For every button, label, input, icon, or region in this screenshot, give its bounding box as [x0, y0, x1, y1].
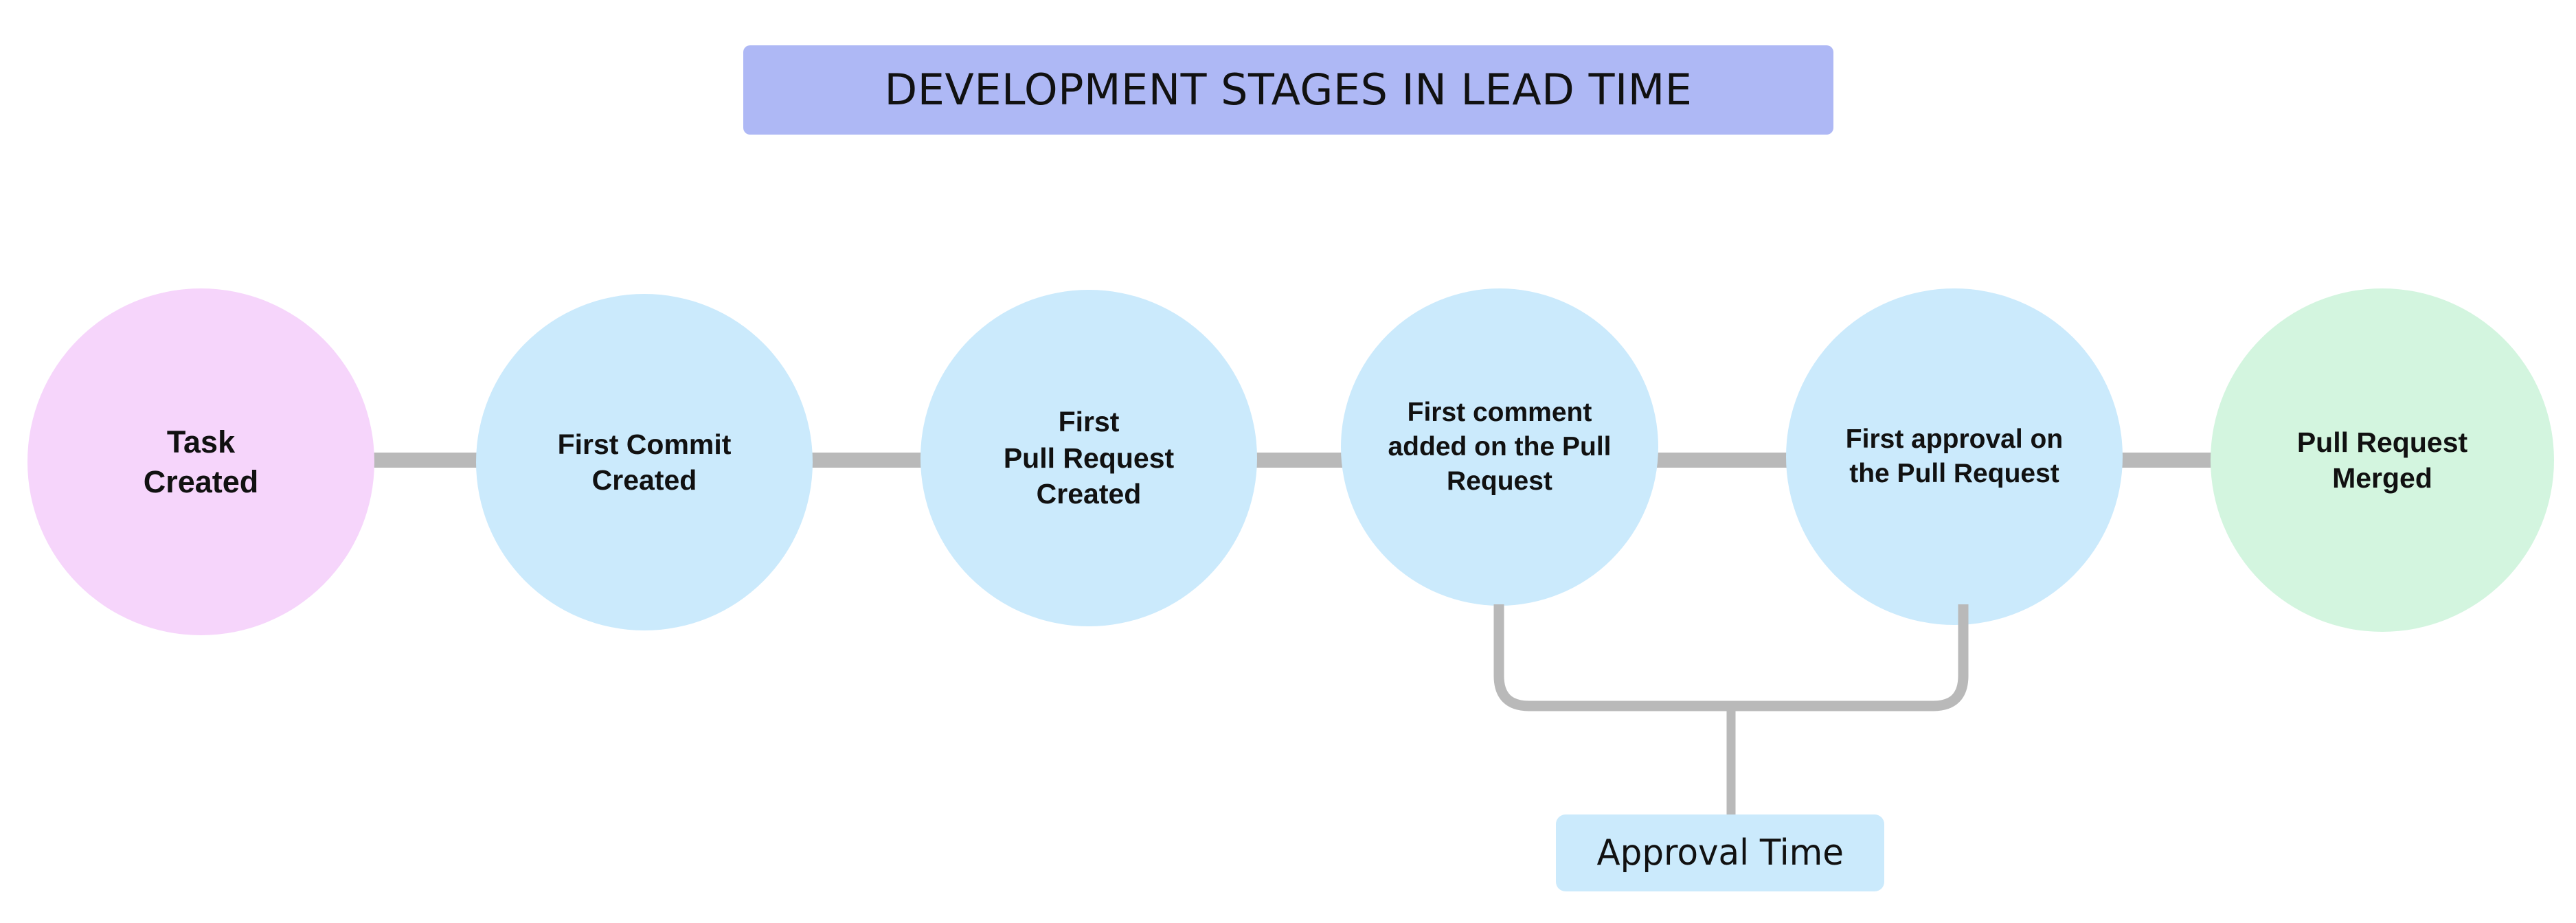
- stage-node-first-approval[interactable]: First approval on the Pull Request: [1786, 288, 2123, 625]
- stage-label-task-created: Task Created: [143, 424, 259, 499]
- approval-time-label: Approval Time: [1596, 832, 1844, 874]
- connector-1-2: [364, 453, 484, 468]
- stage-node-first-commit[interactable]: First Commit Created: [476, 294, 813, 630]
- diagram-title-box: DEVELOPMENT STAGES IN LEAD TIME: [743, 45, 1833, 135]
- connector-4-5: [1651, 453, 1792, 468]
- stage-label-first-pull-request: First Pull Request Created: [1003, 406, 1175, 510]
- stage-node-first-pull-request[interactable]: First Pull Request Created: [920, 290, 1257, 626]
- connector-2-3: [805, 453, 929, 468]
- stage-node-first-comment[interactable]: First comment added on the Pull Request: [1341, 288, 1658, 606]
- connector-5-6: [2116, 453, 2219, 468]
- approval-time-bracket: [1493, 604, 1969, 814]
- approval-time-label-box[interactable]: Approval Time: [1556, 814, 1884, 891]
- stage-label-first-comment: First comment added on the Pull Request: [1388, 398, 1612, 496]
- stage-label-first-approval: First approval on the Pull Request: [1845, 424, 2064, 488]
- stage-label-first-commit: First Commit Created: [557, 428, 732, 496]
- stage-label-pull-request-merged: Pull Request Merged: [2296, 426, 2468, 494]
- stage-node-task-created[interactable]: Task Created: [27, 288, 374, 635]
- stage-node-pull-request-merged[interactable]: Pull Request Merged: [2211, 288, 2554, 632]
- page-title: DEVELOPMENT STAGES IN LEAD TIME: [884, 65, 1693, 115]
- connector-3-4: [1249, 453, 1348, 468]
